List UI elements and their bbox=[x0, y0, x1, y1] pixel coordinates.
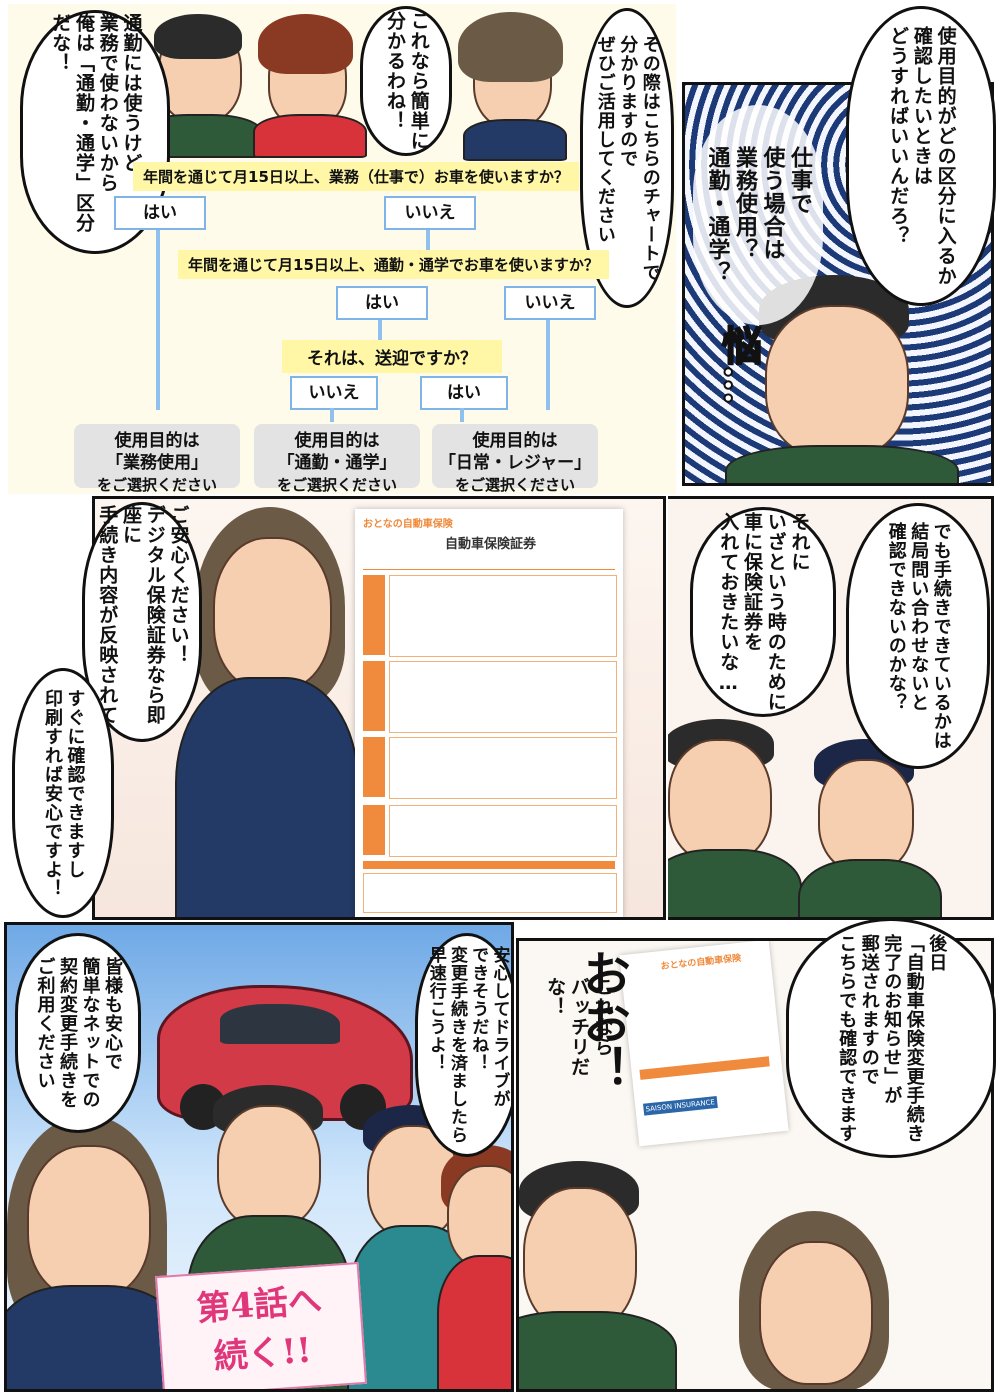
flow-question-3: それは、送迎ですか？ bbox=[282, 340, 502, 373]
flow-result-business: 使用目的は 「業務使用」 をご選択ください bbox=[74, 424, 240, 494]
flow-question-2: 年間を通じて月15日以上、通勤・通学でお車を使いますか？ bbox=[178, 250, 609, 279]
sfx-worry: 悩… bbox=[714, 324, 763, 406]
certificate-brand: おとなの自動車保険 bbox=[363, 519, 453, 530]
panel-agent-document: おとなの自動車保険 自動車保険証券 bbox=[92, 496, 666, 920]
speech-bubble-man: それに いざという時のために 車に保険証券を 入れておきたいな… bbox=[690, 507, 836, 717]
panel-flowchart: 通勤には使うけど 業務で使わないから 俺は「通勤・通学」区分だな！ これなら簡単… bbox=[8, 4, 676, 494]
sfx-oh: おお！ bbox=[574, 949, 630, 1093]
panel-family-car: 第4話へ 続く!! 皆様も安心で 簡単なネットでの 契約変更手続きを ご利用くだ… bbox=[4, 922, 514, 1392]
flow-yes-1: はい bbox=[114, 196, 206, 230]
speech-bubble-agent: 後日 「自動車保険変更手続き 完了のお知らせ」が 郵送されますので こちらでも確… bbox=[786, 918, 996, 1158]
speech-bubble-man: これなら バッチリだな！ bbox=[544, 977, 614, 1077]
continued-sign: 第4話へ 続く!! bbox=[154, 1262, 368, 1389]
flow-no-3: いいえ bbox=[290, 376, 378, 410]
flow-question-1: 年間を通じて月15日以上、業務（仕事で）お車を使いますか？ bbox=[133, 162, 579, 191]
speech-bubble-agent: 皆様も安心で 簡単なネットでの 契約変更手続きを ご利用ください bbox=[15, 933, 141, 1133]
speech-bubble-agent-1: ご安心ください！ デジタル保険証券なら即座に 手続き内容が反映されて bbox=[82, 502, 202, 742]
speech-bubble-son: 安心してドライブが できそうだね！ 変更手続きを済ましたら 早速行こうよ！ bbox=[415, 933, 511, 1157]
speech-bubble-agent-2: すぐに確認できますし 印刷すれば安心ですよ！ bbox=[12, 668, 114, 918]
thought-text: 仕事で 使う場合は 業務使用？ 通勤・通学？ bbox=[693, 105, 823, 325]
insurance-certificate: おとなの自動車保険 自動車保険証券 bbox=[355, 509, 623, 917]
notice-postcard: おとなの自動車保険 SAISON INSURANCE bbox=[619, 941, 789, 1147]
flow-no-1: いいえ bbox=[384, 196, 476, 230]
flow-yes-2: はい bbox=[336, 286, 428, 320]
flow-no-2: いいえ bbox=[504, 286, 596, 320]
certificate-title: 自動車保険証券 bbox=[445, 537, 537, 552]
panel-man-and-son: それに いざという時のために 車に保険証券を 入れておきたいな… でも手続きでき… bbox=[668, 496, 994, 920]
speech-bubble-son: でも手続きできているかは 結局問い合わせないと 確認できないのかな？ bbox=[846, 503, 990, 769]
flow-result-commute: 使用目的は 「通勤・通学」 をご選択ください bbox=[254, 424, 420, 494]
speech-bubble-worried: 使用目的がどの区分に入るか 確認したいときは どうすればいいんだろ？ bbox=[846, 6, 996, 306]
flow-yes-3: はい bbox=[420, 376, 508, 410]
flow-result-leisure: 使用目的は 「日常・レジャー」 をご選択ください bbox=[432, 424, 598, 494]
speech-bubble-woman: これなら簡単に 分かるわね！ bbox=[360, 6, 452, 156]
